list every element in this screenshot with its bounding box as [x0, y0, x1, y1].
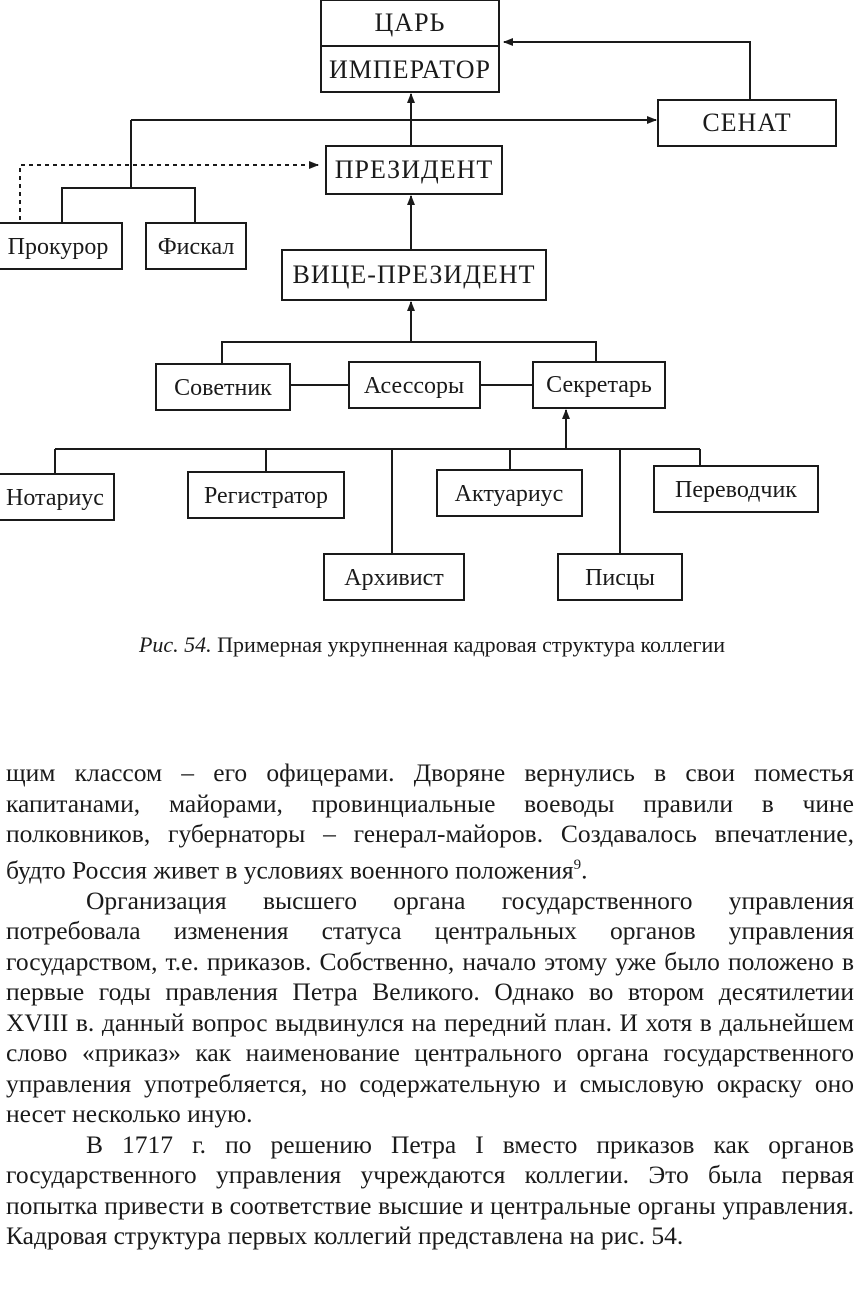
paragraph-1: щим классом – его офицерами. Дворяне вер… [6, 758, 854, 884]
node-secretary: Секретарь [532, 361, 666, 409]
node-translator-label: Переводчик [675, 477, 797, 503]
node-scribes: Писцы [557, 553, 683, 601]
node-counselor: Советник [155, 363, 291, 411]
paragraph-1-text: щим классом – его офицерами. Дворяне вер… [6, 758, 854, 884]
node-registrar: Регистратор [187, 471, 345, 519]
edge-prosecutor-to-president-dashed [19, 161, 319, 228]
node-senate: СЕНАТ [657, 99, 837, 147]
figure-caption: Рис. 54. Примерная укрупненная кадровая … [0, 632, 864, 658]
node-counselor-label: Советник [174, 375, 272, 401]
node-archivist-label: Архивист [344, 565, 444, 591]
edge-middle-bracket [221, 341, 597, 366]
edge-prosecutor-fiscal-bracket [61, 187, 196, 223]
node-emperor-label: ИМПЕРАТОР [329, 55, 491, 84]
node-emperor: ИМПЕРАТОР [320, 45, 500, 93]
node-actuary: Актуариус [436, 469, 583, 517]
figure-caption-text: Примерная укрупненная кадровая структура… [211, 632, 726, 657]
node-fiscal-label: Фискал [158, 234, 235, 260]
node-translator: Переводчик [653, 465, 819, 513]
node-assessors: Асессоры [348, 361, 481, 409]
diagram-edges [19, 38, 751, 554]
node-scribes-label: Писцы [585, 565, 655, 591]
node-secretary-label: Секретарь [546, 372, 652, 398]
node-fiscal: Фискал [145, 222, 247, 270]
node-president: ПРЕЗИДЕНТ [325, 145, 503, 195]
figure-label: Рис. 54. [138, 632, 212, 657]
college-staff-diagram: ЦАРЬ ИМПЕРАТОР СЕНАТ ПРЕЗИДЕНТ Прокурор … [0, 0, 837, 601]
node-senate-label: СЕНАТ [702, 108, 791, 137]
node-notary-label: Нотариус [6, 485, 104, 511]
node-archivist: Архивист [323, 553, 465, 601]
node-prosecutor-label: Прокурор [8, 234, 109, 260]
node-tsar: ЦАРЬ [320, 0, 500, 47]
node-prosecutor: Прокурор [0, 222, 123, 270]
node-actuary-label: Актуариус [455, 481, 564, 507]
node-assessors-label: Асессоры [364, 373, 464, 399]
node-vice-president-label: ВИЦЕ-ПРЕЗИДЕНТ [293, 260, 536, 289]
node-president-label: ПРЕЗИДЕНТ [335, 155, 494, 184]
paragraph-3: В 1717 г. по решению Петра I вместо прик… [6, 1129, 854, 1251]
body-text: щим классом – его офицерами. Дворяне вер… [6, 758, 854, 1252]
node-notary: Нотариус [0, 473, 115, 521]
node-tsar-label: ЦАРЬ [375, 8, 446, 37]
edge-senate-to-emperor [503, 38, 751, 100]
node-vice-president: ВИЦЕ-ПРЕЗИДЕНТ [281, 249, 547, 301]
paragraph-2: Организация высшего органа государственн… [6, 885, 854, 1129]
footnote-marker[interactable]: 9 [573, 856, 582, 873]
node-registrar-label: Регистратор [204, 483, 328, 509]
